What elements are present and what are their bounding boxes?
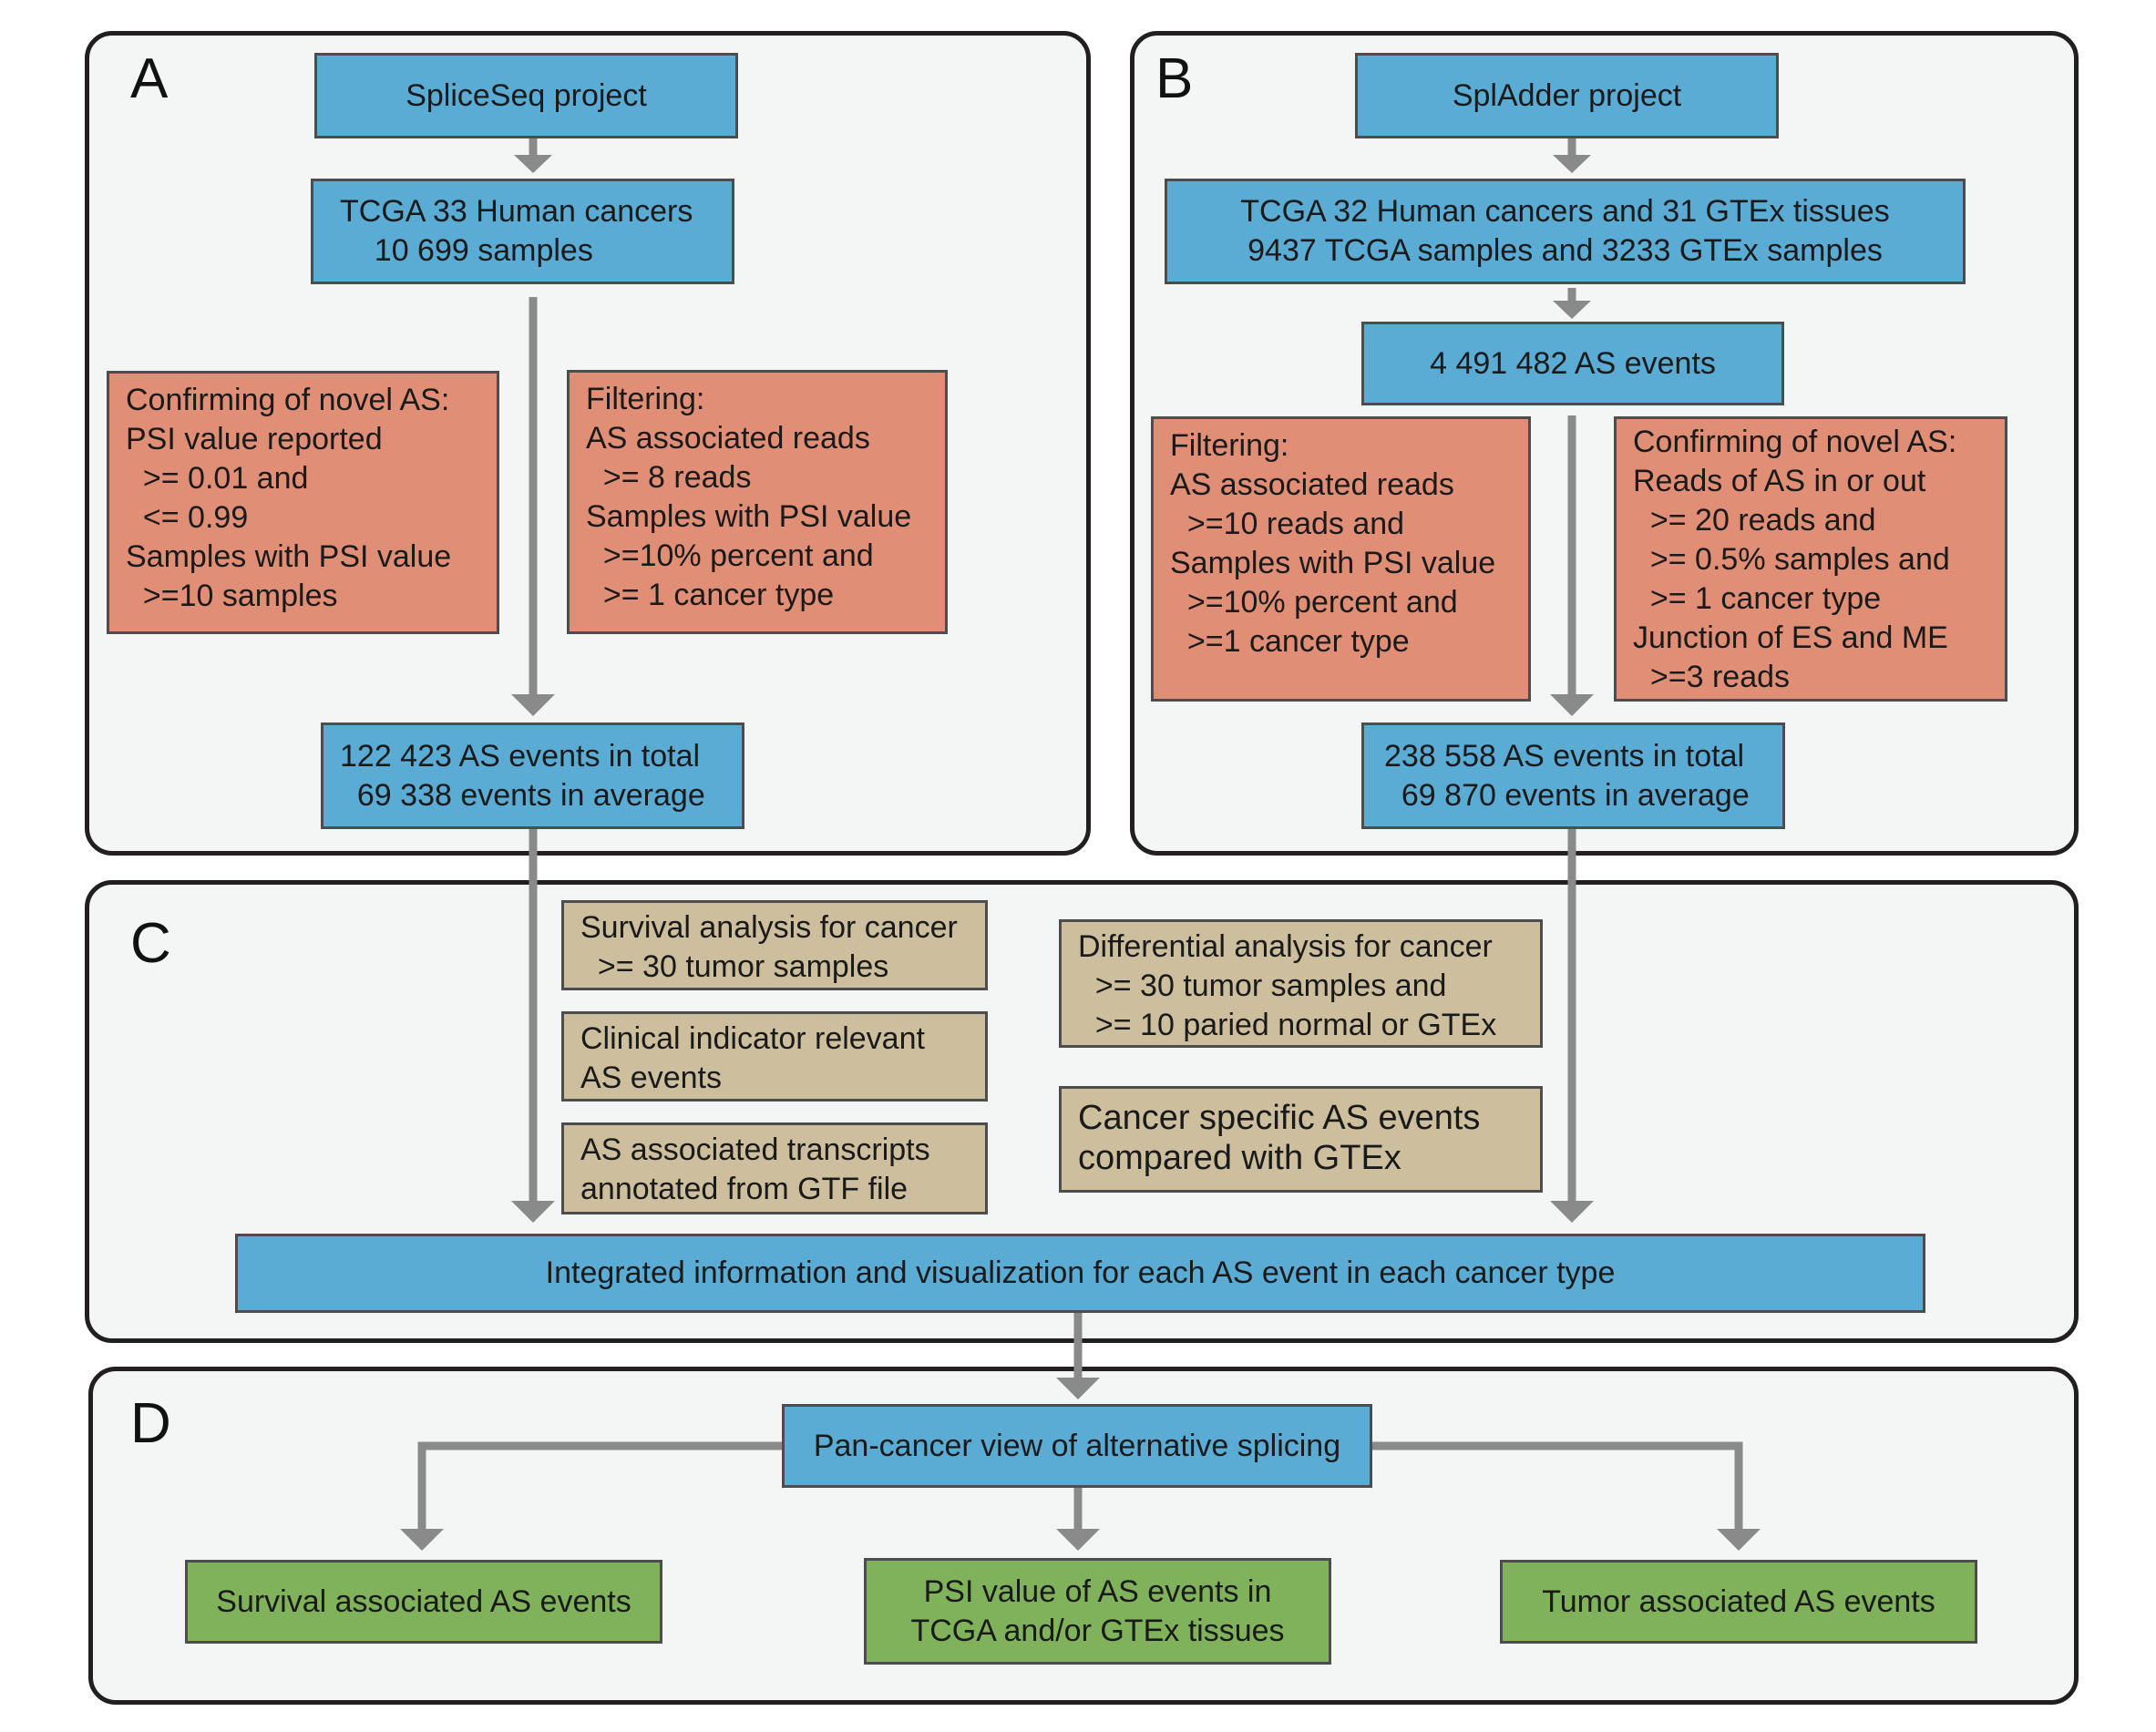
a-dataset-box: TCGA 33 Human cancers 10 699 samples bbox=[311, 179, 734, 284]
panel-b-label: B bbox=[1155, 47, 1194, 110]
a-source-box: SpliceSeq project bbox=[314, 53, 738, 138]
d-pancancer-box: Pan-cancer view of alternative splicing bbox=[782, 1404, 1372, 1488]
b-events-box: 4 491 482 AS events bbox=[1361, 322, 1784, 405]
arrowhead-c-left bbox=[511, 1201, 555, 1223]
arrowhead-d-center bbox=[1056, 1529, 1100, 1551]
arrowhead-d-left bbox=[400, 1529, 444, 1551]
arrow-d-branch-right bbox=[1371, 1441, 1743, 1531]
d-tumor-box: Tumor associated AS events bbox=[1500, 1560, 1977, 1644]
b-source-box: SplAdder project bbox=[1355, 53, 1779, 138]
arrowhead-a-2 bbox=[511, 694, 555, 716]
c-integrated-box: Integrated information and visualization… bbox=[235, 1234, 1925, 1313]
b-filter-box: Filtering: AS associated reads >=10 read… bbox=[1151, 416, 1531, 702]
arrowhead-c-right bbox=[1550, 1201, 1594, 1223]
c-cancer-specific-box: Cancer specific AS events compared with … bbox=[1059, 1086, 1543, 1193]
d-psi-box: PSI value of AS events in TCGA and/or GT… bbox=[864, 1558, 1331, 1665]
panel-c-label: C bbox=[130, 912, 171, 975]
arrowhead-d-right bbox=[1717, 1529, 1761, 1551]
a-confirm-box: Confirming of novel AS: PSI value report… bbox=[107, 371, 499, 634]
c-clinical-indicator-box: Clinical indicator relevant AS events bbox=[561, 1011, 988, 1102]
arrow-d-branch-left bbox=[417, 1441, 784, 1531]
c-survival-analysis-box: Survival analysis for cancer >= 30 tumor… bbox=[561, 900, 988, 990]
c-differential-analysis-box: Differential analysis for cancer >= 30 t… bbox=[1059, 919, 1543, 1048]
arrowhead-b-1 bbox=[1553, 155, 1591, 173]
arrowhead-b-2 bbox=[1553, 301, 1591, 319]
b-confirm-box: Confirming of novel AS: Reads of AS in o… bbox=[1614, 416, 2007, 702]
b-dataset-box: TCGA 32 Human cancers and 31 GTEx tissue… bbox=[1165, 179, 1966, 284]
c-transcripts-box: AS associated transcripts annotated from… bbox=[561, 1122, 988, 1214]
arrowhead-a-1 bbox=[514, 155, 552, 173]
a-result-box: 122 423 AS events in total 69 338 events… bbox=[321, 723, 744, 829]
a-filter-box: Filtering: AS associated reads >= 8 read… bbox=[567, 370, 948, 634]
d-survival-box: Survival associated AS events bbox=[185, 1560, 662, 1644]
panel-d-label: D bbox=[130, 1392, 171, 1455]
b-result-box: 238 558 AS events in total 69 870 events… bbox=[1361, 723, 1785, 829]
panel-a-label: A bbox=[130, 47, 169, 110]
arrowhead-b-3 bbox=[1550, 694, 1594, 716]
arrowhead-d-top bbox=[1056, 1378, 1100, 1399]
